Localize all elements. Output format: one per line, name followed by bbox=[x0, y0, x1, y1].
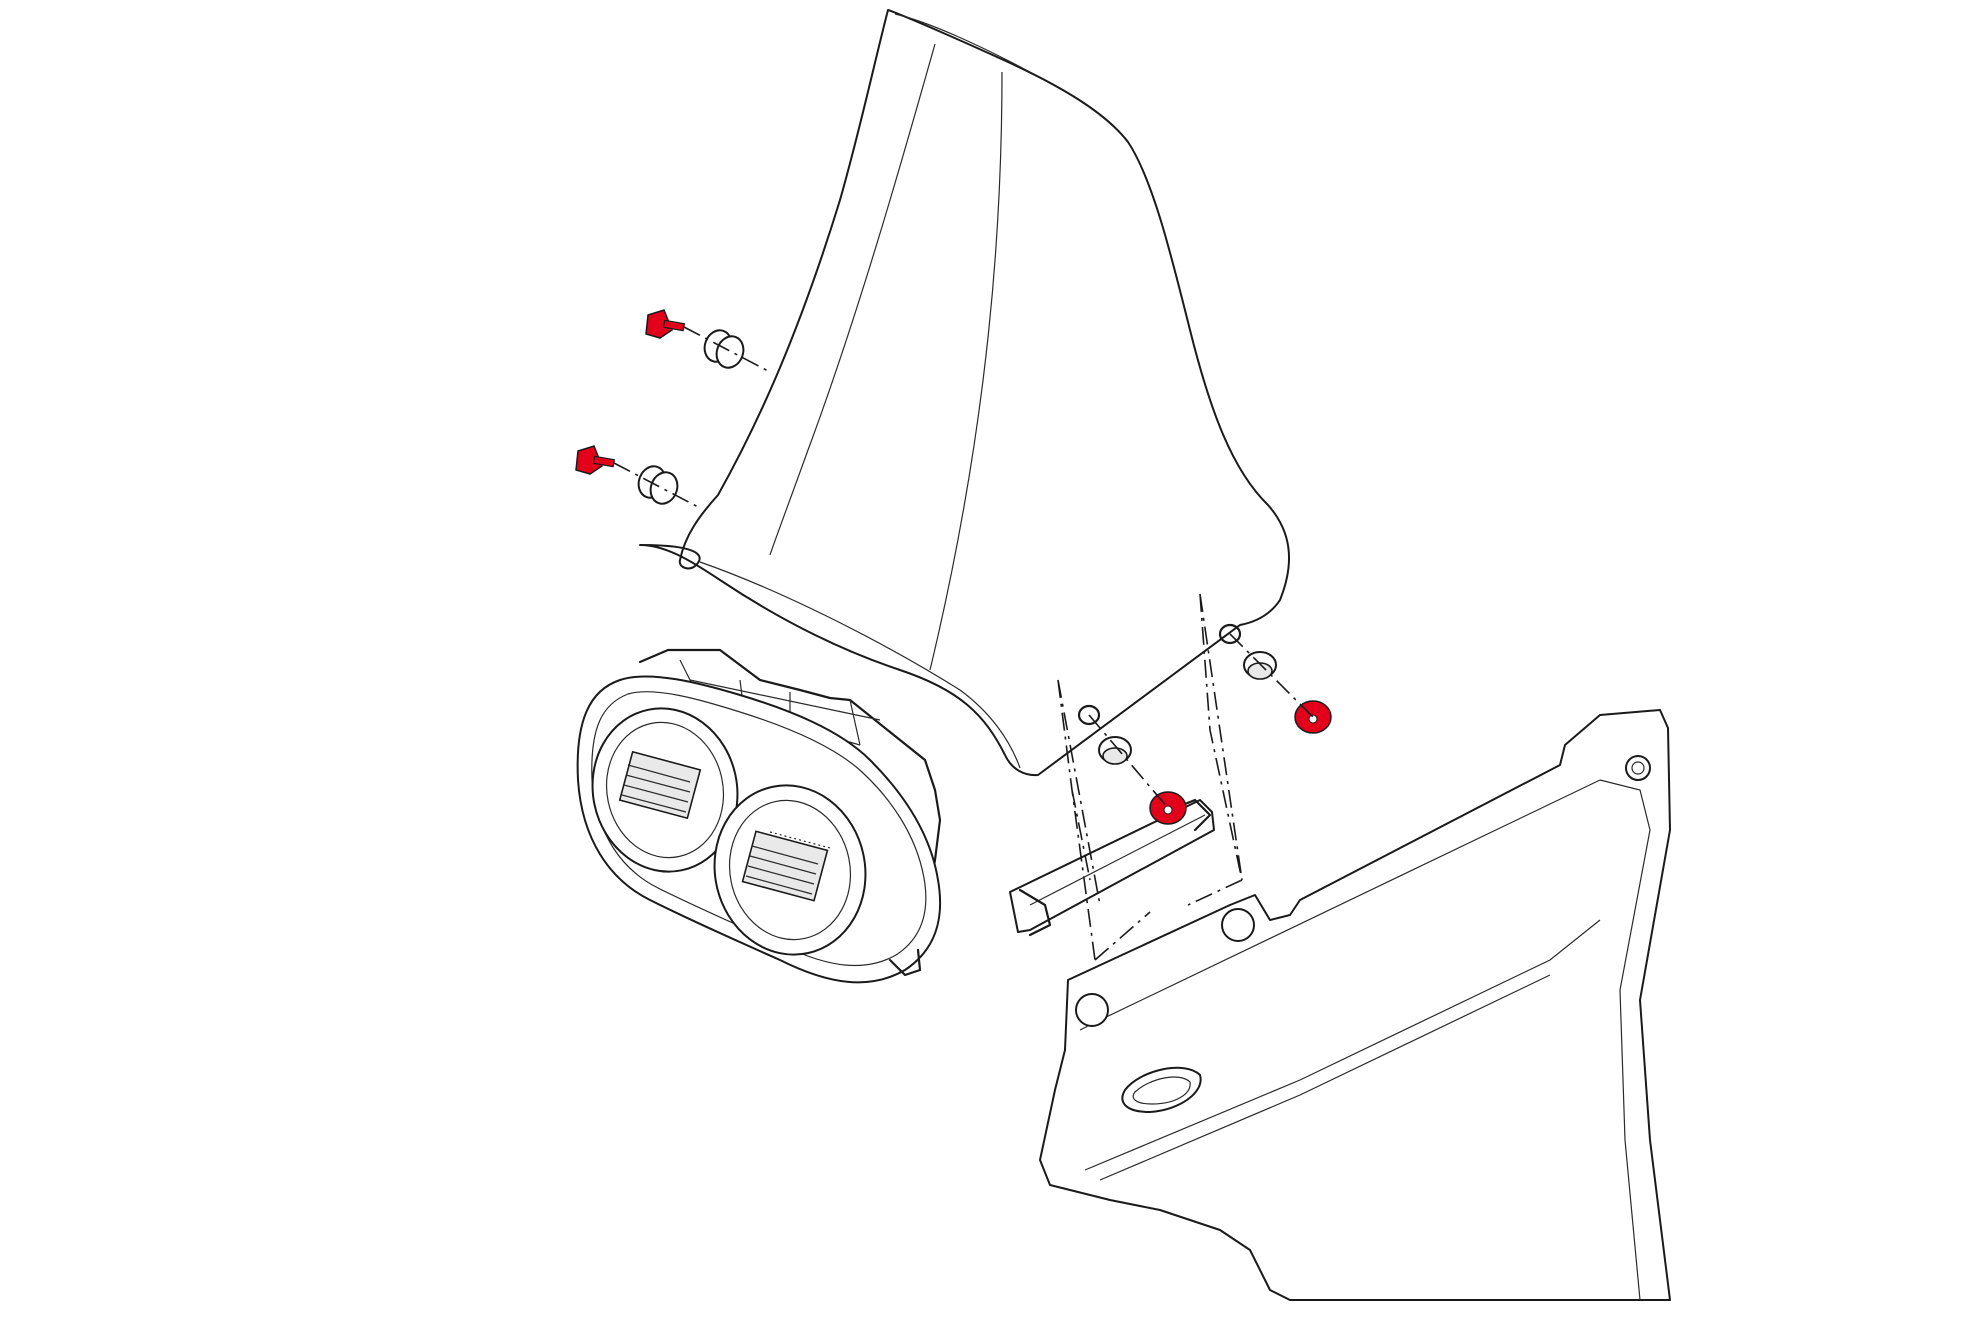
upper-screw-2 bbox=[575, 445, 616, 475]
headlight-assembly bbox=[576, 648, 942, 984]
guide-left bbox=[1057, 679, 1151, 961]
fairing-hole-1 bbox=[1075, 993, 1109, 1027]
axis-lower-2 bbox=[1229, 633, 1314, 718]
upper-screw-1 bbox=[645, 309, 686, 339]
upper-grommet-2 bbox=[637, 465, 679, 505]
lower-nut-1 bbox=[1149, 791, 1187, 825]
mounting-bracket bbox=[1009, 798, 1215, 937]
axis-lower-1 bbox=[1088, 714, 1169, 809]
right-lamp bbox=[713, 784, 867, 956]
lower-nut-2 bbox=[1294, 700, 1332, 734]
left-lamp bbox=[591, 707, 739, 873]
axis-upper-1 bbox=[683, 326, 771, 373]
axis-upper-2 bbox=[613, 462, 701, 509]
fairing-hole-2 bbox=[1221, 908, 1255, 942]
fairing-hole-3 bbox=[1625, 755, 1651, 781]
guide-right bbox=[1187, 593, 1243, 906]
side-fairing-panel bbox=[1039, 709, 1671, 1301]
windscreen bbox=[639, 9, 1291, 777]
upper-grommet-1 bbox=[703, 329, 745, 369]
